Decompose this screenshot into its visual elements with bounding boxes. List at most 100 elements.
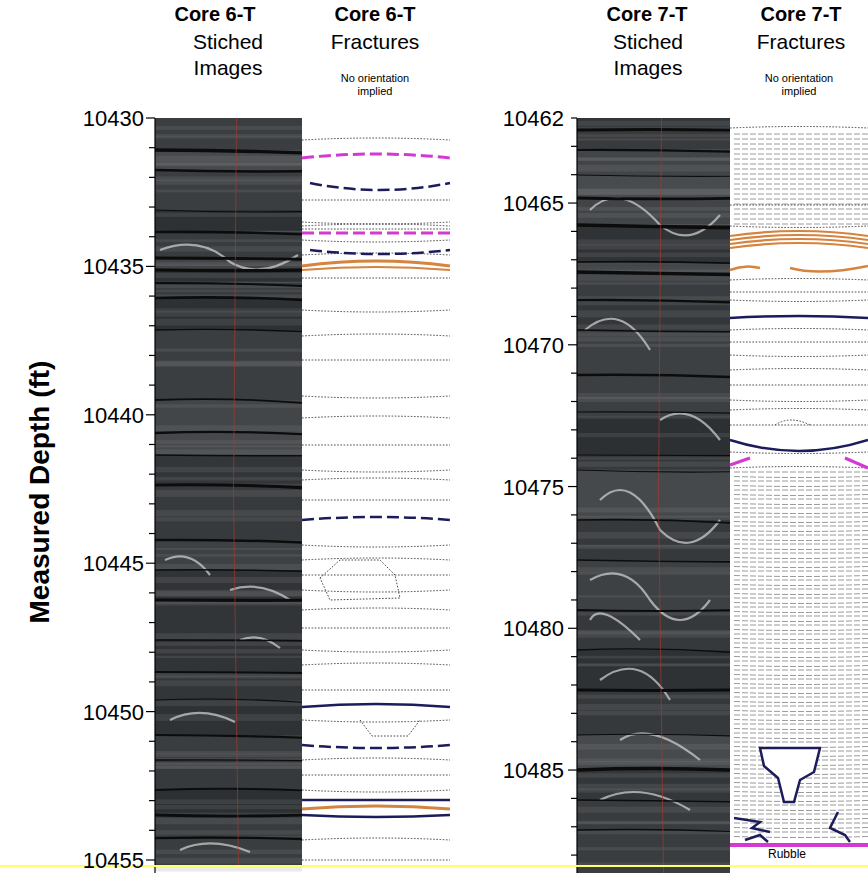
core-piece (577, 375, 730, 412)
core-photo (577, 118, 730, 873)
dotted-fracture (730, 226, 868, 228)
core-banding (155, 510, 302, 516)
dense-fracture (734, 477, 868, 478)
navy-fracture (310, 183, 450, 190)
core-break (577, 520, 730, 523)
core-banding (577, 784, 730, 790)
core-banding (577, 416, 730, 418)
depth-label: 10455 (52, 847, 144, 873)
core-break (577, 375, 730, 377)
dense-fracture (734, 670, 868, 671)
dense-fracture (734, 149, 868, 150)
dense-fracture (734, 720, 868, 721)
depth-tick (149, 444, 155, 445)
core-banding (155, 162, 302, 166)
core-banding (577, 821, 730, 824)
dense-fracture (734, 154, 868, 155)
dense-fracture (734, 810, 868, 811)
core-break (577, 454, 730, 456)
dense-fracture (734, 495, 868, 496)
calcite-vein (600, 490, 720, 543)
dense-fracture (734, 639, 868, 640)
core-banding (577, 188, 730, 191)
dotted-fracture (730, 205, 868, 206)
core-banding (155, 213, 302, 217)
core-title: Core 6-T (150, 2, 280, 26)
dense-fracture (734, 562, 868, 563)
core-break (155, 639, 302, 641)
core-piece (577, 650, 730, 690)
depth-tick (149, 295, 155, 296)
dense-fracture (734, 179, 868, 180)
core-banding (155, 577, 302, 583)
core-piece (155, 170, 302, 210)
core-break (155, 759, 302, 761)
core-banding (577, 127, 730, 131)
core-piece (577, 610, 730, 650)
dotted-fracture (302, 396, 450, 398)
dense-fracture (734, 796, 868, 797)
depth-tick (571, 458, 577, 459)
dotted-fracture (302, 838, 450, 840)
core-banding (577, 664, 730, 666)
dense-fracture (734, 679, 868, 680)
dense-fracture (734, 684, 868, 685)
core-piece (577, 175, 730, 198)
core-banding (155, 239, 302, 242)
core-break (577, 225, 730, 228)
core-break (577, 197, 730, 201)
core-banding (155, 246, 302, 251)
navy-fracture (760, 748, 820, 802)
dotted-fracture (302, 240, 450, 242)
core-break (155, 815, 302, 816)
core-banding (577, 393, 730, 395)
dense-fracture (734, 199, 868, 200)
dotted-fracture (302, 720, 450, 722)
magenta-fracture (730, 843, 868, 847)
core-break (577, 272, 730, 275)
dotted-fracture (302, 445, 450, 446)
core-banding (577, 282, 730, 285)
depth-tick (571, 571, 577, 572)
dense-fracture (734, 675, 868, 676)
core-banding (155, 126, 302, 130)
depth-label: 10485 (472, 757, 564, 784)
core-break (577, 330, 730, 332)
core-banding (577, 310, 730, 317)
column-heading: Fractures (736, 29, 866, 55)
dense-fracture (734, 742, 868, 743)
dense-fracture (734, 194, 868, 195)
core-piece (155, 672, 302, 700)
depth-tick (571, 288, 577, 289)
core-banding (577, 433, 730, 437)
core-banding (155, 762, 302, 764)
core-break (155, 329, 302, 331)
core-break (577, 769, 730, 771)
depth-tick (149, 830, 155, 831)
navy-fracture (302, 815, 450, 817)
core-break (577, 610, 730, 611)
core-banding (155, 830, 302, 834)
depth-tick (571, 713, 577, 714)
core-break (155, 838, 302, 840)
core-banding (155, 362, 302, 366)
core-banding (577, 165, 730, 172)
depth-label: 10450 (52, 699, 144, 726)
column-heading: Stiched Images (598, 29, 698, 81)
core-piece (155, 600, 302, 640)
core-banding (577, 458, 730, 460)
dense-fracture (734, 499, 868, 500)
core-break (155, 297, 302, 300)
depth-tick (149, 385, 155, 386)
column-note: No orientation implied (754, 72, 844, 98)
dotted-fracture (302, 334, 450, 336)
core-banding (155, 680, 302, 686)
dense-fracture (734, 224, 868, 225)
depth-tick (571, 656, 577, 657)
orange-fracture (302, 806, 450, 809)
dense-fracture (734, 526, 868, 527)
dense-fracture (734, 567, 868, 568)
dense-fracture (734, 702, 868, 703)
dense-fracture (734, 549, 868, 550)
core-banding (577, 711, 730, 716)
